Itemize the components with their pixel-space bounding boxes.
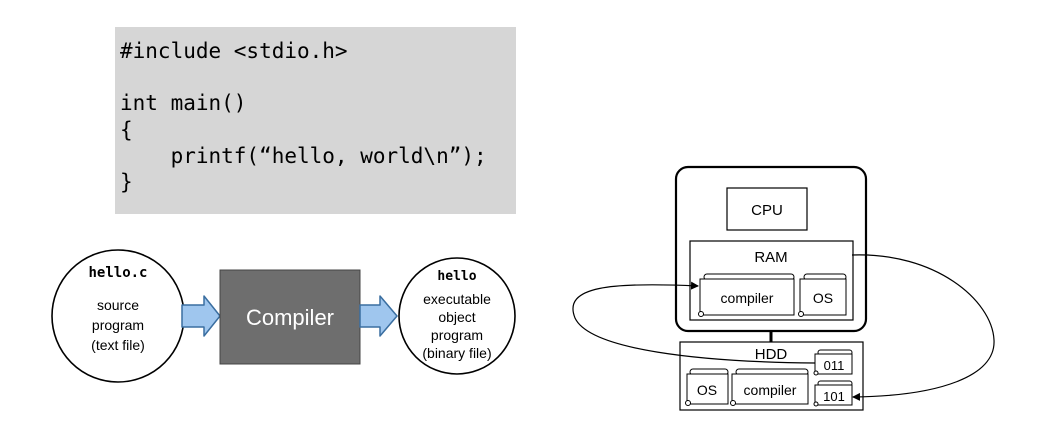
source-code-panel: #include <stdio.h> int main() { printf(“… bbox=[115, 27, 516, 214]
output-label-line: executable bbox=[423, 291, 491, 307]
output-label-line: (binary file) bbox=[422, 345, 491, 361]
ram-label: RAM bbox=[754, 249, 787, 266]
code-line: { bbox=[120, 117, 133, 142]
store-loop-arrow bbox=[851, 254, 995, 401]
ram-item-compiler: compiler bbox=[721, 290, 774, 306]
executable-node: hello executable object program (binary … bbox=[398, 257, 516, 375]
source-filename: hello.c bbox=[88, 265, 147, 281]
ram-compiler-scroll-icon: compiler bbox=[698, 273, 795, 317]
hdd-binary-011-scroll-icon: 011 bbox=[813, 349, 853, 376]
hdd-binary-011: 011 bbox=[824, 358, 845, 373]
cpu-box: CPU bbox=[726, 187, 808, 231]
load-loop-arrow bbox=[572, 281, 816, 364]
code-line: printf(“hello, world\n”); bbox=[120, 143, 487, 168]
source-file-node: hello.c source program (text file) bbox=[51, 249, 185, 383]
code-line: #include <stdio.h> bbox=[120, 39, 348, 63]
compiler-label: Compiler bbox=[246, 305, 334, 330]
ram-item-os: OS bbox=[813, 290, 833, 306]
input-arrow bbox=[181, 295, 221, 337]
source-label-line: source bbox=[97, 297, 139, 313]
ram-os-scroll-icon: OS bbox=[798, 273, 847, 317]
output-arrow bbox=[359, 295, 398, 337]
hdd-compiler-scroll-icon: compiler bbox=[730, 368, 809, 406]
output-label-line: object bbox=[438, 309, 475, 325]
hdd-binary-101-scroll-icon: 101 bbox=[813, 380, 853, 407]
source-label-line: program bbox=[92, 317, 144, 333]
cpu-label: CPU bbox=[751, 202, 783, 219]
output-filename: hello bbox=[437, 269, 476, 284]
hdd-label: HDD bbox=[755, 346, 788, 363]
source-label-line: (text file) bbox=[91, 337, 145, 353]
code-line: } bbox=[120, 169, 133, 194]
hdd-item-os: OS bbox=[697, 382, 717, 398]
hdd-binary-101: 101 bbox=[823, 389, 845, 404]
compiler-box: Compiler bbox=[219, 269, 361, 365]
hdd-os-scroll-icon: OS bbox=[685, 368, 729, 406]
hdd-item-compiler: compiler bbox=[744, 382, 797, 398]
output-label-line: program bbox=[431, 327, 483, 343]
code-line: int main() bbox=[120, 91, 247, 116]
